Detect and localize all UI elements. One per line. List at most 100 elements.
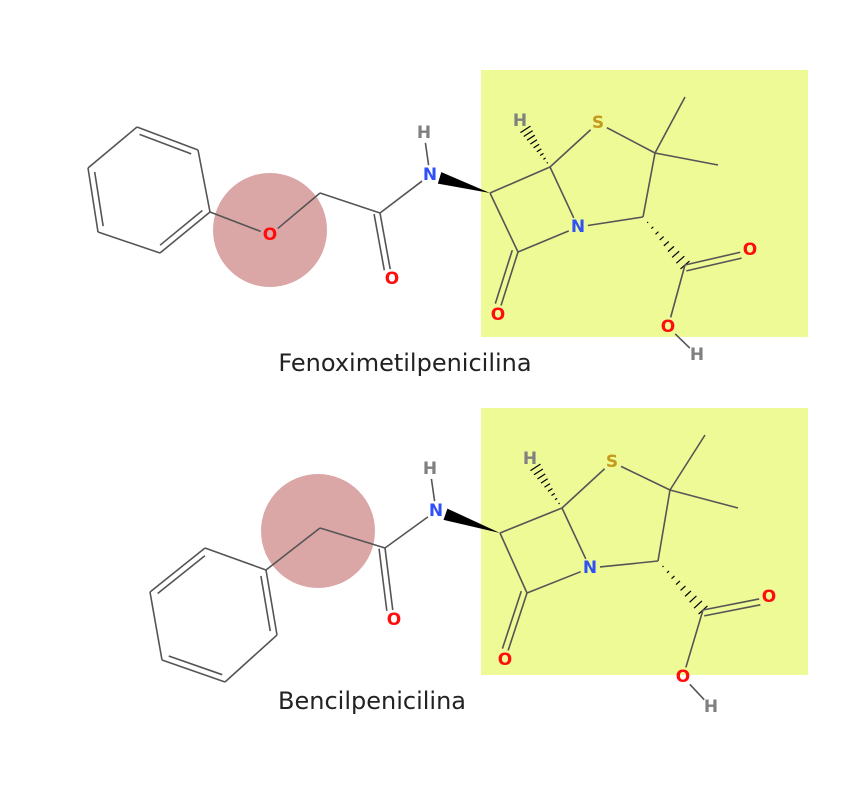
bond bbox=[204, 547, 267, 571]
bond bbox=[517, 230, 570, 253]
bond bbox=[149, 591, 163, 661]
bond bbox=[149, 547, 206, 593]
hash-bond bbox=[554, 497, 558, 501]
bond bbox=[702, 598, 760, 611]
bond bbox=[685, 609, 704, 668]
bond bbox=[430, 478, 436, 502]
bond bbox=[669, 434, 706, 491]
atom-o: O bbox=[491, 305, 505, 325]
bond bbox=[549, 129, 592, 168]
hash-bond bbox=[533, 143, 540, 149]
bond bbox=[159, 209, 203, 246]
bond bbox=[197, 149, 211, 213]
bond bbox=[373, 213, 386, 271]
hash-bond bbox=[547, 487, 553, 492]
hash-bond bbox=[540, 478, 548, 484]
atom-o: O bbox=[498, 650, 512, 670]
hash-bond bbox=[684, 590, 692, 597]
bond bbox=[620, 465, 671, 491]
hash-bond bbox=[546, 161, 549, 164]
atom-h: H bbox=[417, 123, 431, 143]
bond bbox=[684, 251, 741, 266]
bond bbox=[97, 231, 161, 254]
hash-bond bbox=[523, 130, 533, 137]
caption-bencilpenicilina: Bencilpenicilina bbox=[278, 687, 466, 715]
atom-h: H bbox=[704, 697, 718, 717]
hash-bond bbox=[671, 250, 680, 258]
wedge-bond bbox=[443, 508, 500, 533]
penam-core-highlight-1 bbox=[481, 70, 808, 337]
bond bbox=[209, 211, 261, 233]
bond bbox=[587, 216, 644, 227]
atom-o: O bbox=[263, 225, 277, 245]
bond bbox=[139, 133, 192, 155]
bond bbox=[499, 507, 563, 534]
bond bbox=[260, 575, 272, 632]
atom-o: O bbox=[743, 240, 757, 260]
hash-bond bbox=[671, 575, 675, 580]
atom-h: H bbox=[423, 459, 437, 479]
wedge-bond bbox=[437, 172, 490, 193]
hash-bond bbox=[558, 502, 560, 505]
hash-bond bbox=[675, 255, 685, 264]
bond bbox=[561, 507, 587, 560]
bond bbox=[606, 126, 656, 154]
bond bbox=[642, 152, 656, 218]
bond bbox=[87, 167, 99, 233]
bond bbox=[689, 683, 705, 701]
bond bbox=[599, 560, 659, 568]
hash-bond bbox=[680, 585, 686, 591]
hash-bond bbox=[689, 595, 697, 603]
atom-s: S bbox=[606, 452, 618, 472]
bond bbox=[319, 527, 386, 549]
bond bbox=[168, 655, 223, 676]
bond bbox=[379, 212, 391, 270]
hash-bond bbox=[693, 600, 703, 609]
hash-bond bbox=[529, 139, 538, 145]
penam-core-highlight-2 bbox=[481, 408, 808, 675]
atom-n: N bbox=[423, 165, 437, 185]
hash-bond bbox=[543, 157, 546, 160]
bond bbox=[379, 180, 423, 214]
hash-bond bbox=[520, 125, 531, 134]
bond bbox=[669, 264, 686, 318]
bond bbox=[561, 468, 606, 509]
hash-bond bbox=[537, 473, 546, 480]
hash-bond bbox=[539, 152, 544, 157]
hash-bond bbox=[526, 134, 536, 141]
bond bbox=[93, 171, 104, 227]
bond bbox=[265, 569, 278, 636]
bond bbox=[704, 604, 761, 617]
bond bbox=[161, 659, 226, 683]
hash-bond bbox=[551, 492, 556, 497]
bond bbox=[526, 570, 582, 594]
atom-o: O bbox=[762, 587, 776, 607]
bond bbox=[507, 592, 528, 651]
bond bbox=[424, 142, 430, 166]
bond bbox=[224, 634, 278, 683]
bond bbox=[657, 489, 671, 562]
hash-bond bbox=[666, 570, 670, 574]
bond bbox=[654, 96, 686, 154]
bond bbox=[384, 547, 394, 611]
bond bbox=[654, 152, 719, 166]
bond bbox=[669, 489, 739, 509]
bond bbox=[159, 211, 211, 254]
caption-fenoximetilpenicilina: Fenoximetilpenicilina bbox=[278, 349, 531, 377]
atom-o: O bbox=[385, 269, 399, 289]
hash-bond bbox=[675, 580, 681, 586]
hash-bond bbox=[544, 483, 551, 488]
hash-bond bbox=[663, 241, 670, 247]
bond bbox=[674, 333, 691, 349]
hash-bond bbox=[659, 236, 665, 241]
hash-bond bbox=[530, 463, 541, 472]
hash-bond bbox=[536, 148, 542, 153]
bond bbox=[499, 532, 528, 594]
bond bbox=[686, 257, 742, 272]
atom-o: O bbox=[661, 317, 675, 337]
atom-s: S bbox=[592, 113, 604, 133]
ether-oxygen-highlight bbox=[213, 173, 327, 287]
